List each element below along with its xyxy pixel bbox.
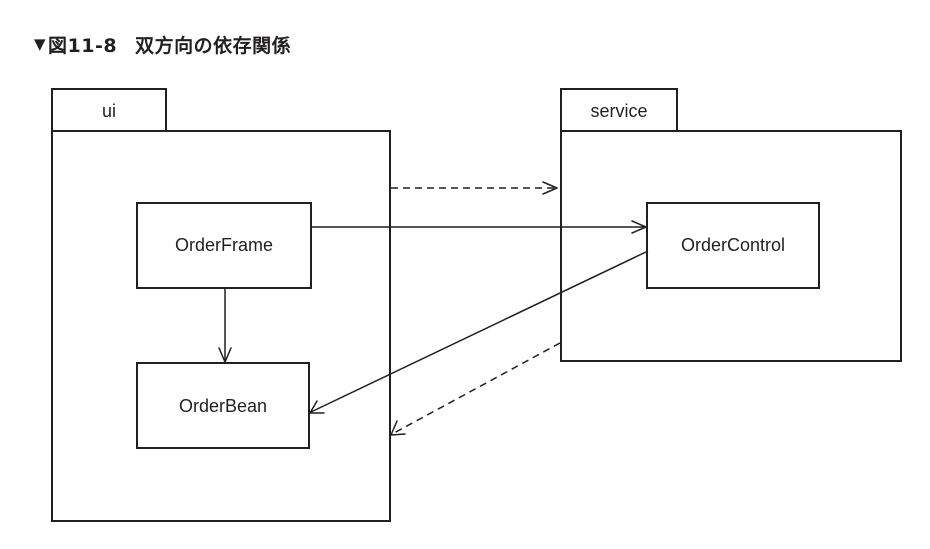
class-order-bean: OrderBean [136,362,310,449]
triangle-marker-icon: ▼ [34,35,47,53]
dependency-service-to-ui-arrowhead [390,420,406,436]
dependency-service-to-ui-line [393,342,561,434]
package-ui-body [51,130,391,522]
dependency-service-to-ui [390,342,561,436]
class-order-frame: OrderFrame [136,202,312,289]
package-ui-label: ui [102,101,116,121]
figure-title: 双方向の依存関係 [135,34,292,57]
package-ui-tab [51,88,167,132]
class-order-frame-box [136,202,312,289]
package-ui: ui [51,88,391,522]
figure-caption: ▼ 図11-8 双方向の依存関係 [34,31,291,57]
dependency-ui-to-service-arrowhead [542,181,558,195]
dependency-orderframe-to-ordercontrol-arrowhead [631,220,647,234]
dependency-ordercontrol-to-orderbean-line [310,250,649,413]
dependency-orderframe-to-orderbean-arrowhead [218,347,232,363]
dependency-ui-to-service [391,181,558,195]
package-service-label: service [590,101,647,121]
dependency-orderframe-to-ordercontrol [311,220,647,234]
class-order-control: OrderControl [646,202,820,289]
class-order-bean-box [136,362,310,449]
class-order-control-box [646,202,820,289]
dependency-ordercontrol-to-orderbean-arrowhead [309,400,325,414]
class-order-control-label: OrderControl [681,235,785,255]
class-order-frame-label: OrderFrame [175,235,273,255]
dependency-orderframe-to-orderbean [218,288,232,363]
package-service-tab [560,88,678,132]
figure-number: 図11-8 [48,34,118,57]
class-order-bean-label: OrderBean [179,396,267,416]
dependency-ordercontrol-to-orderbean [309,250,649,414]
